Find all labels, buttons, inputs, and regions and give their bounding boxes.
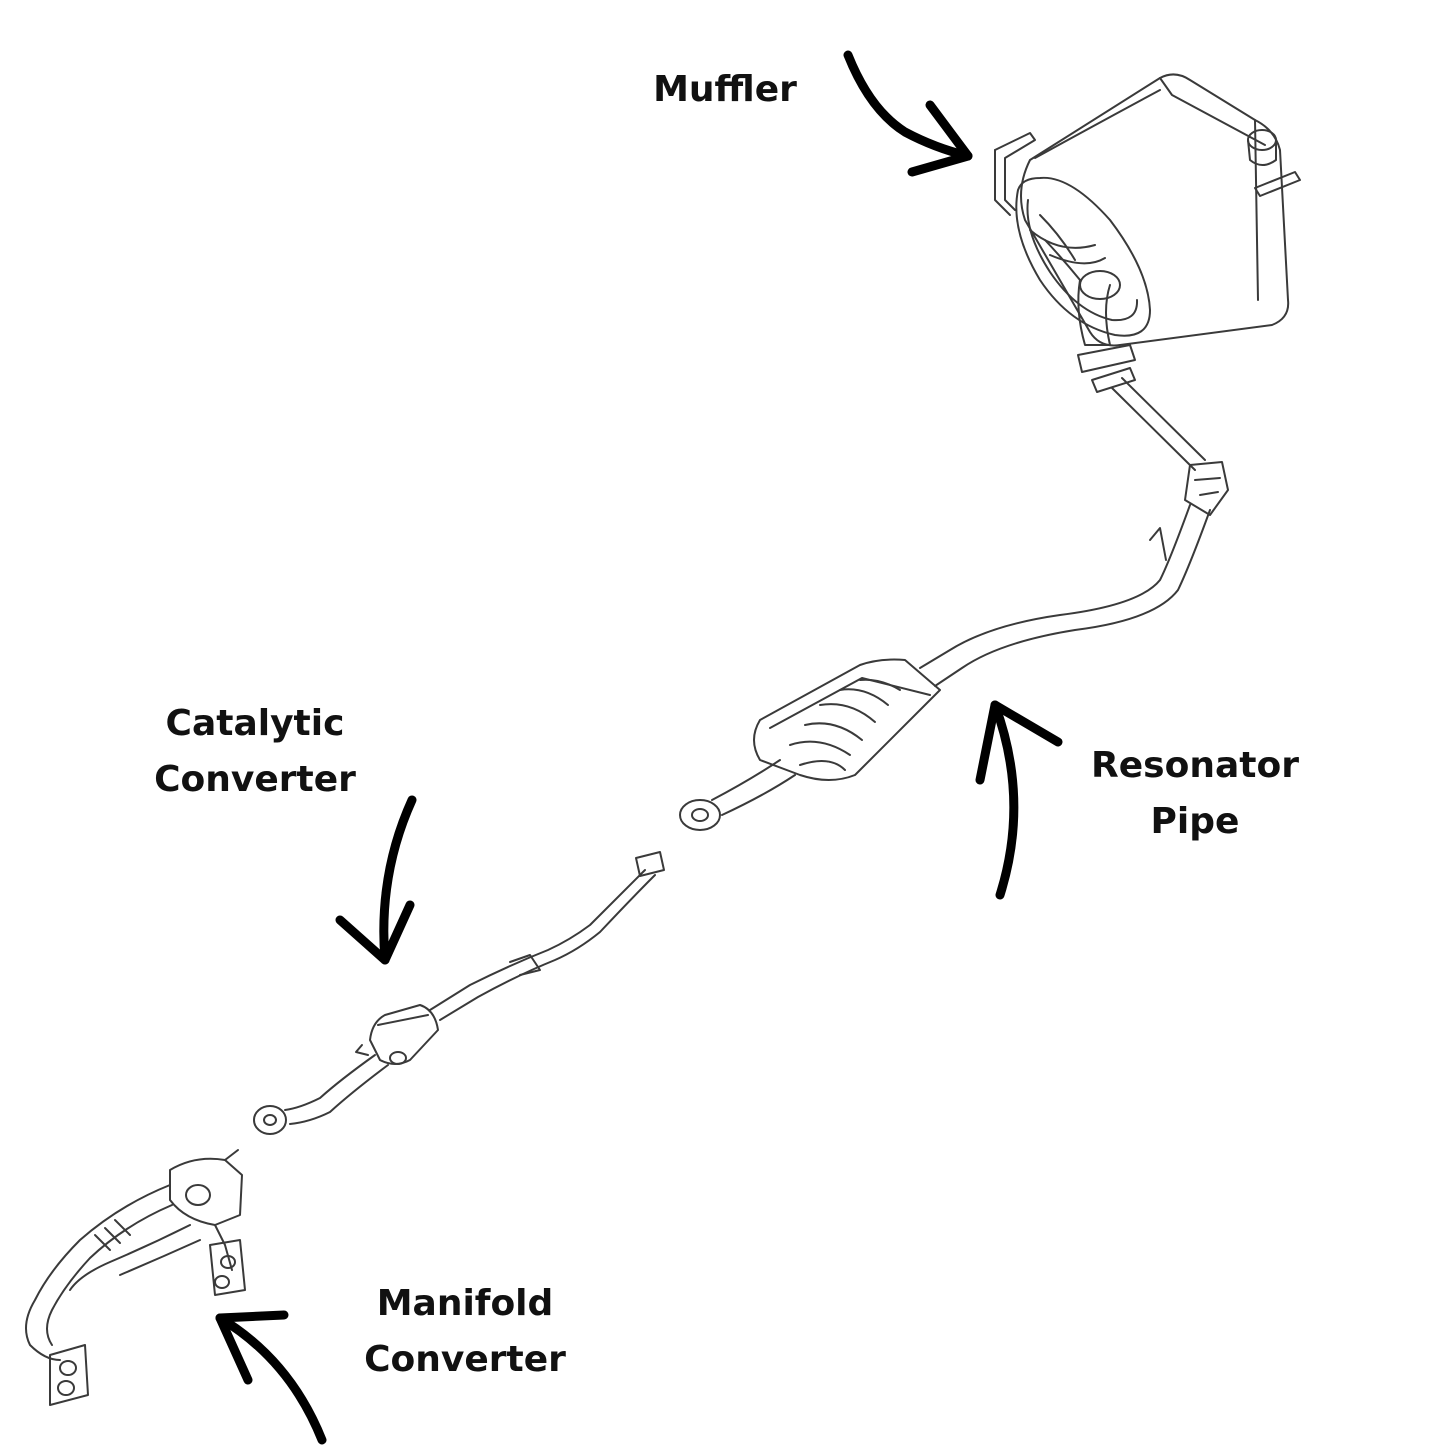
manifold-converter-label: Manifold Converter	[330, 1276, 600, 1388]
manifold-part	[25, 1149, 246, 1406]
catalytic-converter-part	[253, 851, 665, 1135]
catalytic-arrow	[335, 795, 417, 965]
resonator-arrow	[975, 700, 1063, 900]
muffler-part	[994, 73, 1301, 373]
muffler-label-line-1: Muffler	[653, 69, 797, 110]
resonator-pipe-label-line-1: Resonator	[1091, 745, 1299, 786]
catalytic-converter-label: Catalytic Converter	[110, 696, 400, 808]
muffler-label: Muffler	[600, 62, 850, 118]
catalytic-converter-label-line-1: Catalytic	[165, 703, 345, 744]
muffler-arrow	[843, 50, 973, 177]
catalytic-converter-label-line-2: Converter	[154, 759, 356, 800]
resonator-pipe-label-line-2: Pipe	[1150, 801, 1240, 842]
resonator-pipe-part	[679, 367, 1229, 831]
manifold-converter-label-line-2: Converter	[364, 1339, 566, 1380]
resonator-pipe-label: Resonator Pipe	[1060, 738, 1330, 850]
manifold-converter-label-line-1: Manifold	[376, 1283, 554, 1324]
manifold-arrow	[215, 1310, 327, 1445]
